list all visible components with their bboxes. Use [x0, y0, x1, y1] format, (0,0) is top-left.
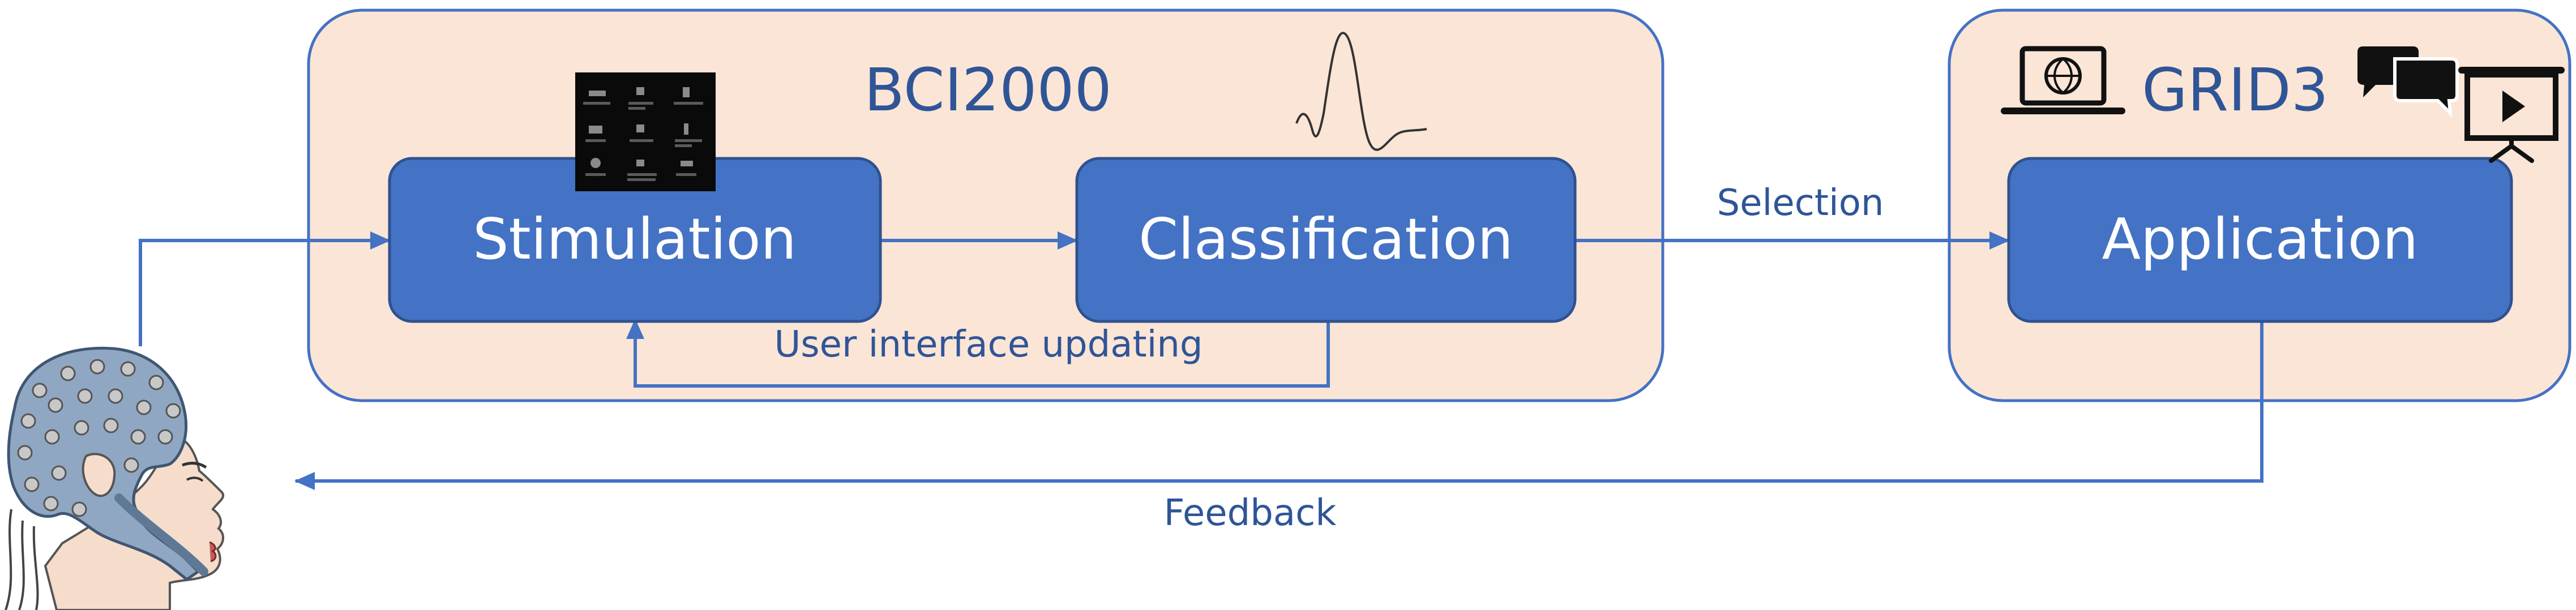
classification-label: Classification	[1139, 206, 1513, 272]
selection-label: Selection	[1717, 182, 1884, 224]
presentation-screen-icon	[2458, 67, 2565, 163]
ui-updating-label: User interface updating	[774, 324, 1203, 366]
chat-bubbles-icon	[2357, 46, 2459, 118]
application-label: Application	[2102, 206, 2419, 272]
feedback-arrow	[294, 321, 2263, 490]
stimulus-grid-thumbnail-icon	[575, 72, 716, 191]
laptop-globe-icon	[2001, 46, 2125, 114]
feedback-label: Feedback	[1164, 492, 1337, 534]
head-to-stimulation-arrow	[139, 231, 391, 346]
ui-updating-loop-arrow	[626, 319, 1330, 388]
grid3-title: GRID3	[2142, 55, 2329, 124]
eeg-cap-head-icon	[5, 346, 224, 610]
classification-box	[1075, 157, 1577, 323]
bci2000-title: BCI2000	[864, 55, 1111, 124]
erp-waveform-icon	[1295, 32, 1427, 151]
application-box	[2007, 157, 2513, 323]
stimulation-label: Stimulation	[473, 206, 797, 272]
